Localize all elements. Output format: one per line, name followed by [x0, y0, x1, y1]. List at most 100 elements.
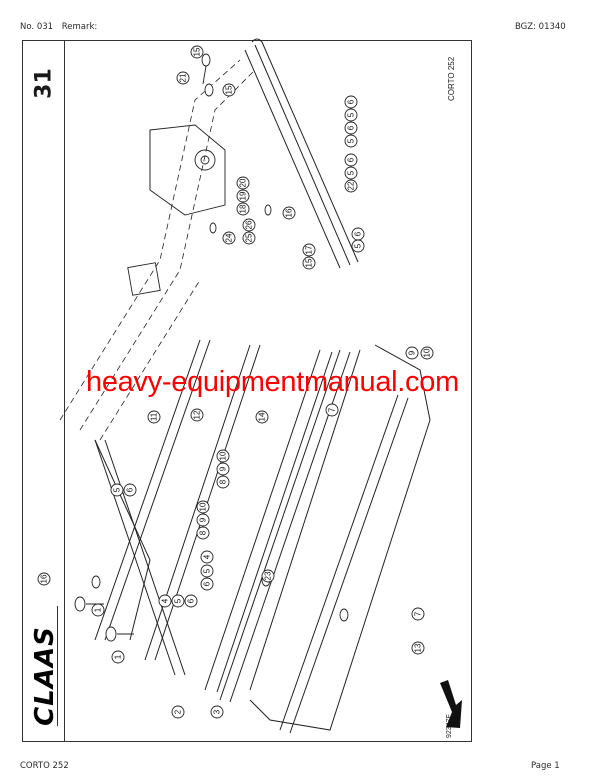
callout-number: 9	[408, 350, 417, 355]
callout-number: 3	[213, 709, 222, 714]
callout: 6	[344, 121, 358, 135]
diagram-stroke	[216, 351, 333, 693]
callout-number: 4	[161, 598, 170, 603]
callout-number: 6	[347, 125, 356, 130]
callout: 12	[190, 408, 204, 422]
callout-number: 5	[203, 568, 212, 573]
diagram-stroke	[244, 49, 341, 269]
diagram-stroke	[196, 526, 210, 540]
callout: 5	[344, 134, 358, 148]
callout-number: 23	[264, 571, 273, 580]
gearbox	[127, 124, 226, 296]
title-strip: 31 CLAAS	[23, 41, 65, 741]
callout: 15	[302, 256, 316, 270]
diagram-stroke	[94, 439, 151, 641]
callout: 8	[196, 526, 210, 540]
bracket-arm	[94, 439, 186, 676]
diagram-stroke	[236, 202, 250, 216]
callout-number: 5	[347, 170, 356, 175]
callout-number: 2	[174, 709, 183, 714]
callout: 6	[200, 577, 214, 591]
diagram-stroke	[411, 607, 425, 621]
diagram-stroke	[171, 705, 185, 719]
diagram-stroke	[222, 83, 236, 97]
diagram-stroke	[200, 577, 214, 591]
callout-number: 6	[347, 157, 356, 162]
drawing-frame: 31 CLAAS CORTO 252 92347F	[22, 40, 472, 742]
direction-arrow-icon	[440, 680, 462, 728]
diagram-stroke	[91, 575, 101, 589]
callout-number: 7	[328, 407, 337, 412]
callout: 4	[158, 594, 172, 608]
callout-number: 22	[347, 181, 356, 190]
callout: 3	[210, 705, 224, 719]
diagram-stroke	[216, 449, 230, 463]
callout: 10	[216, 449, 230, 463]
diagram-stroke	[210, 705, 224, 719]
diagram-stroke	[219, 349, 341, 701]
callout: 5	[344, 108, 358, 122]
callout: 7	[411, 607, 425, 621]
callout: 11	[147, 410, 161, 424]
remark-label: Remark:	[61, 22, 98, 32]
diagram-stroke	[344, 134, 358, 148]
callout-number: 10	[199, 502, 208, 511]
callout: 25	[242, 231, 256, 245]
guard-bar	[279, 394, 409, 734]
callout: 22	[344, 179, 358, 193]
callout: 1	[111, 650, 125, 664]
callout-number: 6	[354, 231, 363, 236]
diagram-stroke	[255, 410, 269, 424]
bgz-code: BGZ: 01340	[515, 22, 566, 32]
callout: 5	[200, 564, 214, 578]
diagram-stroke	[204, 349, 321, 691]
callout: 7	[325, 403, 339, 417]
callout: 5	[171, 594, 185, 608]
footer-model: CORTO 252	[20, 761, 69, 771]
callout-number: 9	[199, 517, 208, 522]
bolts	[74, 53, 349, 642]
callout-number: 1	[94, 607, 103, 612]
callout-number: 6	[126, 487, 135, 492]
callout: 13	[411, 641, 425, 655]
callout: 9	[196, 513, 210, 527]
callout: 15	[222, 83, 236, 97]
diagram-stroke	[200, 564, 214, 578]
callout-number: 5	[354, 243, 363, 248]
diagram-stroke	[190, 408, 204, 422]
callout-number: 10	[219, 451, 228, 460]
callout-number: 16	[40, 574, 49, 583]
diagram-stroke	[110, 483, 124, 497]
diagram-stroke	[94, 439, 176, 676]
callout-number: 13	[414, 643, 423, 652]
diagram-stroke	[405, 346, 419, 360]
diagram-stroke	[37, 572, 51, 586]
diagram-stroke	[59, 59, 241, 421]
diagram-stroke	[184, 594, 198, 608]
diagram-stroke	[190, 45, 204, 59]
diagram-stroke	[204, 83, 214, 97]
diagram-stroke	[200, 550, 214, 564]
footer-page-number: Page 1	[531, 761, 560, 771]
diagram-stroke	[147, 410, 161, 424]
diagram-stroke	[264, 204, 272, 216]
callout: 18	[236, 202, 250, 216]
diagram-stroke	[344, 121, 358, 135]
diagram-stroke	[201, 53, 211, 67]
callout: 16	[282, 206, 296, 220]
diagram-stroke	[249, 349, 361, 691]
diagram-stroke	[242, 231, 256, 245]
diagram-stroke	[339, 608, 349, 622]
callout: 9	[405, 346, 419, 360]
diagram-stroke	[74, 596, 86, 612]
diagram-stroke	[251, 38, 263, 43]
diagram-stroke	[176, 71, 190, 85]
callout-number: 11	[150, 412, 159, 421]
shield-cover	[249, 344, 431, 731]
callout-number: 6	[347, 99, 356, 104]
callout-number: 12	[193, 410, 202, 419]
diagram-stroke	[344, 179, 358, 193]
diagram-stroke	[94, 339, 201, 641]
diagram-stroke	[351, 239, 365, 253]
callout-number: 15	[193, 47, 202, 56]
